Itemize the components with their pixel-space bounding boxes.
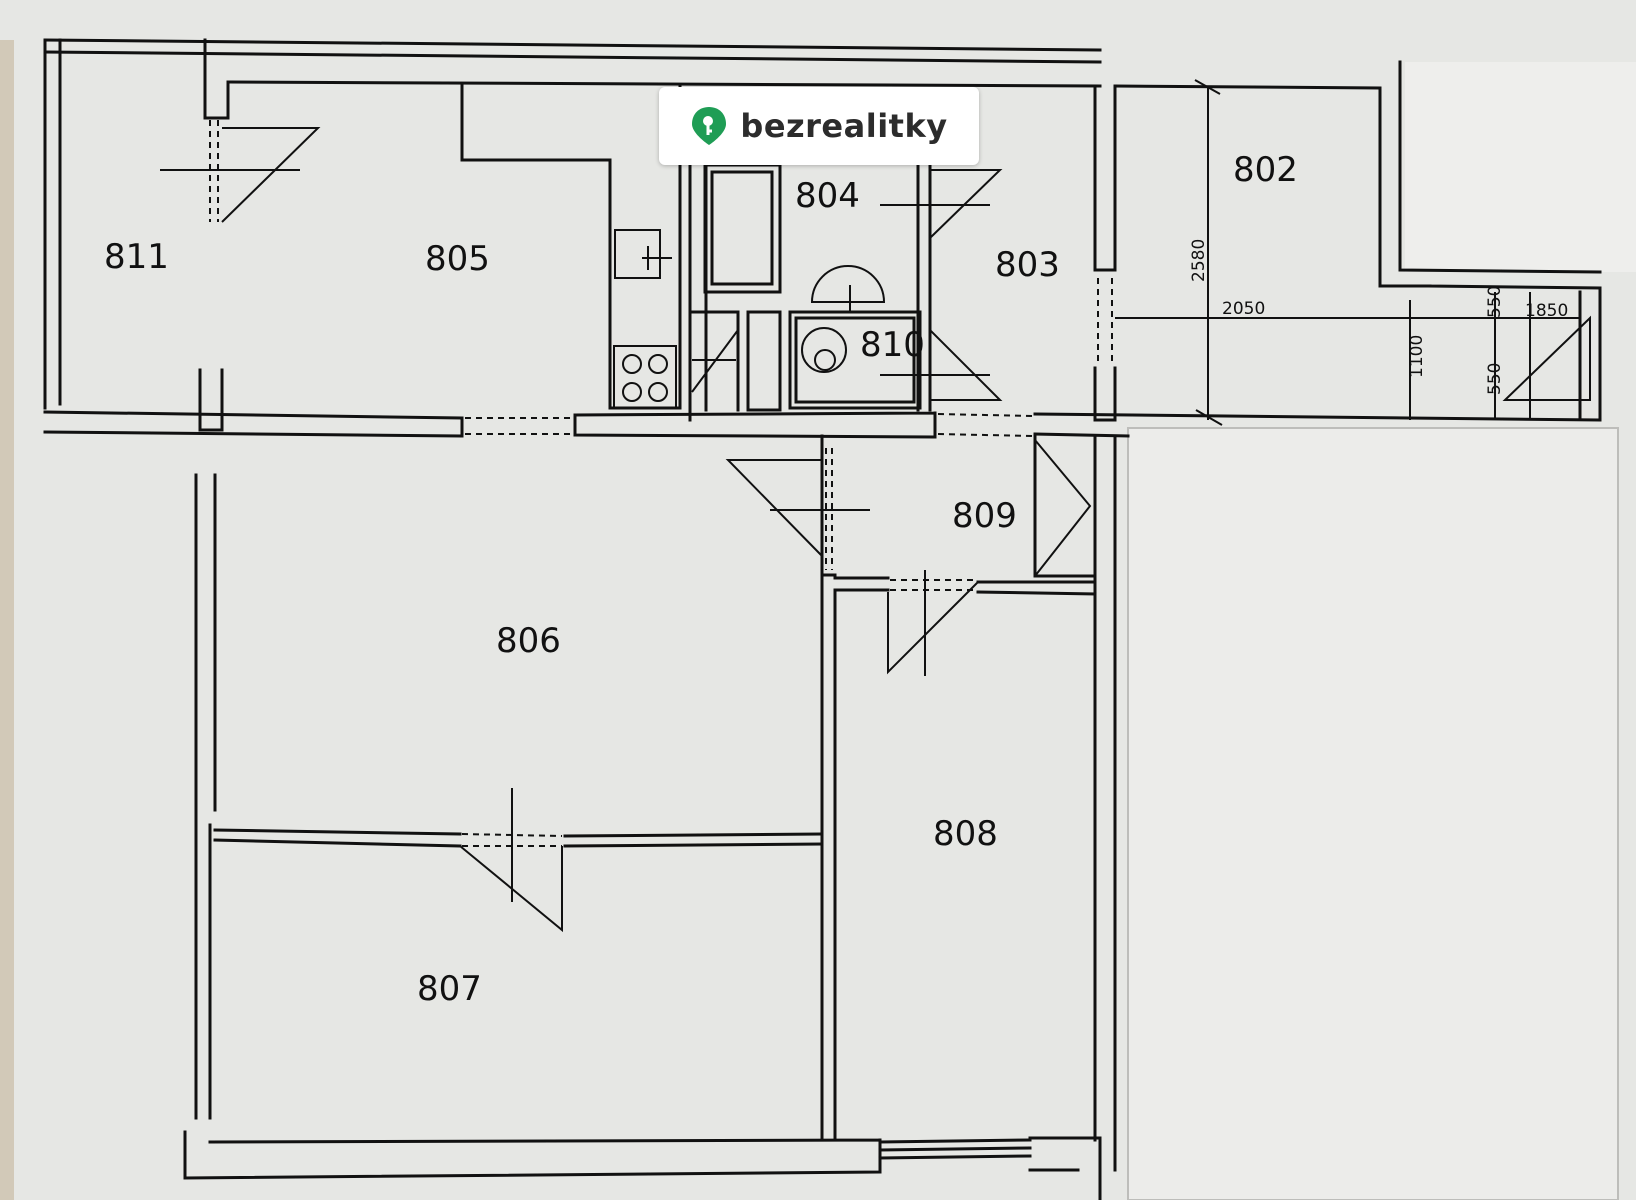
dimension-label-550-top: 550 bbox=[1485, 286, 1505, 318]
door-swing-808 bbox=[887, 570, 979, 676]
opening-805-806 bbox=[465, 417, 572, 435]
wall-808-809 bbox=[833, 576, 1097, 596]
bathtub bbox=[703, 163, 782, 294]
closet-swing-right bbox=[1502, 315, 1591, 401]
wall-809-right bbox=[1033, 434, 1117, 1172]
dimension-label-550-bottom: 550 bbox=[1485, 363, 1505, 395]
closet-swing-hall bbox=[691, 329, 739, 393]
door-swing-803 bbox=[880, 169, 1003, 239]
opening-809-hall bbox=[937, 413, 1033, 437]
dimension-label-1850: 1850 bbox=[1525, 301, 1568, 321]
closet-swing-809 bbox=[1034, 439, 1092, 577]
door-swing-bath bbox=[810, 265, 886, 312]
kitchen-counter bbox=[460, 84, 682, 410]
wall-802 bbox=[1113, 60, 1602, 290]
outer-wall-left-balcony bbox=[43, 38, 62, 410]
wall-806-left bbox=[194, 473, 217, 1120]
burner-icon bbox=[622, 382, 642, 402]
door-swing-809 bbox=[725, 459, 870, 559]
room-label-808: 808 bbox=[933, 814, 998, 854]
burner-icon bbox=[622, 354, 642, 374]
wall-row1-right bbox=[1033, 412, 1602, 438]
wall-right-end bbox=[1578, 286, 1602, 422]
room-label-807: 807 bbox=[417, 969, 482, 1009]
outer-wall-top bbox=[43, 38, 1102, 88]
dimension-label-2050: 2050 bbox=[1222, 299, 1265, 319]
sink bbox=[614, 229, 672, 279]
paper-sheet-corner bbox=[1405, 62, 1636, 272]
room-label-804: 804 bbox=[795, 176, 860, 216]
wall-row1-left bbox=[43, 410, 464, 438]
paper-sheet-overlay bbox=[1127, 427, 1619, 1200]
door-swing-810 bbox=[880, 327, 1003, 401]
wc-bowl bbox=[800, 327, 848, 373]
wall-803-802 bbox=[1093, 84, 1117, 422]
dimension-label-1100: 1100 bbox=[1407, 335, 1427, 378]
stove bbox=[613, 345, 677, 409]
dimension-lines bbox=[1115, 79, 1580, 426]
room-label-810: 810 bbox=[860, 325, 925, 365]
room-label-805: 805 bbox=[425, 239, 490, 279]
wall-row1-mid bbox=[573, 411, 937, 439]
room-label-802: 802 bbox=[1233, 150, 1298, 190]
room-label-811: 811 bbox=[104, 237, 169, 277]
door-swing-811 bbox=[160, 127, 321, 223]
location-key-pin-icon bbox=[692, 107, 727, 145]
burner-icon bbox=[648, 354, 668, 374]
room-label-803: 803 bbox=[995, 245, 1060, 285]
opening-807 bbox=[461, 833, 563, 847]
burner-icon bbox=[648, 382, 668, 402]
wall-806-807 bbox=[213, 828, 824, 848]
closets bbox=[688, 310, 782, 412]
wall-bottom bbox=[183, 1130, 1102, 1200]
wc-box bbox=[788, 310, 922, 410]
paper-edge-left bbox=[0, 40, 14, 1200]
opening-balcony bbox=[209, 120, 219, 222]
brand-name: bezrealitky bbox=[740, 107, 948, 145]
opening-808 bbox=[890, 579, 975, 591]
room-label-806: 806 bbox=[496, 621, 561, 661]
opening-803-802 bbox=[1097, 278, 1113, 362]
window-808-bottom bbox=[878, 1138, 1032, 1160]
opening-806-809 bbox=[825, 448, 833, 570]
balcony-partition bbox=[198, 38, 230, 432]
stove-burners bbox=[622, 354, 668, 402]
dimension-label-2580: 2580 bbox=[1189, 239, 1209, 282]
brand-logo: bezrealitky bbox=[659, 87, 979, 165]
room-label-809: 809 bbox=[952, 496, 1017, 536]
